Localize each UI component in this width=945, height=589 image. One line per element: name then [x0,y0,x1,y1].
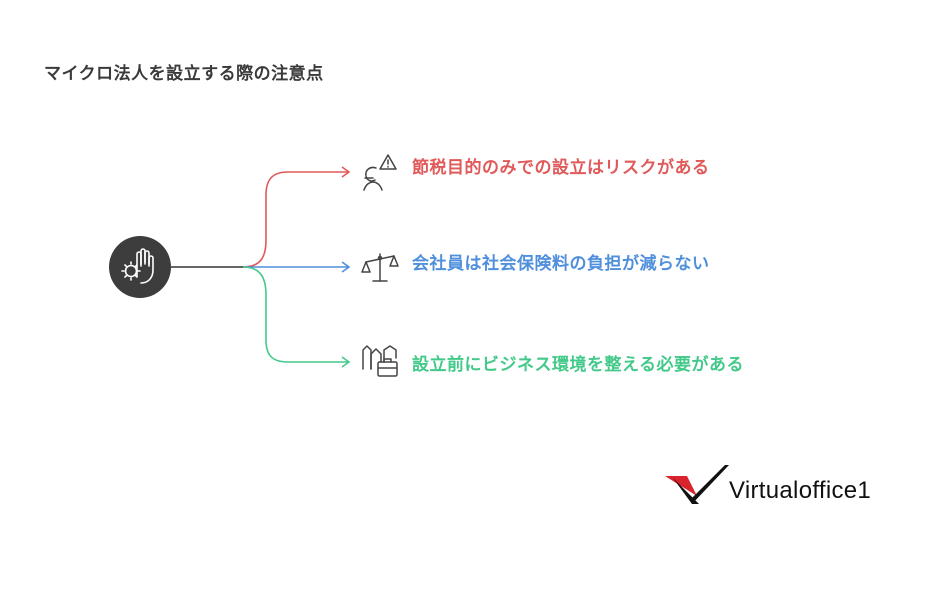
logo-text: Virtualoffice1 [729,477,872,504]
branch-arrow-3 [341,356,351,368]
logo-mark-icon [665,465,729,504]
diagram-title: マイクロ法人を設立する際の注意点 [44,64,324,84]
office-building-icon [362,345,398,377]
branch-label-1: 節税目的のみでの設立はリスクがある [412,158,710,178]
warning-person-icon [363,154,397,191]
brand-logo: Virtualoffice1 [665,462,905,508]
branch-arrow-1 [341,166,351,178]
branch-arrow-2 [341,261,351,273]
branch-line-1 [242,171,348,268]
branch-label-2: 会社員は社会保険料の負担が減らない [412,254,710,274]
branch-label-3: 設立前にビジネス環境を整える必要がある [412,355,744,375]
balance-scale-icon [361,253,399,282]
branch-line-3 [242,266,348,363]
center-node [109,236,171,298]
hand-gear-icon [121,248,154,284]
